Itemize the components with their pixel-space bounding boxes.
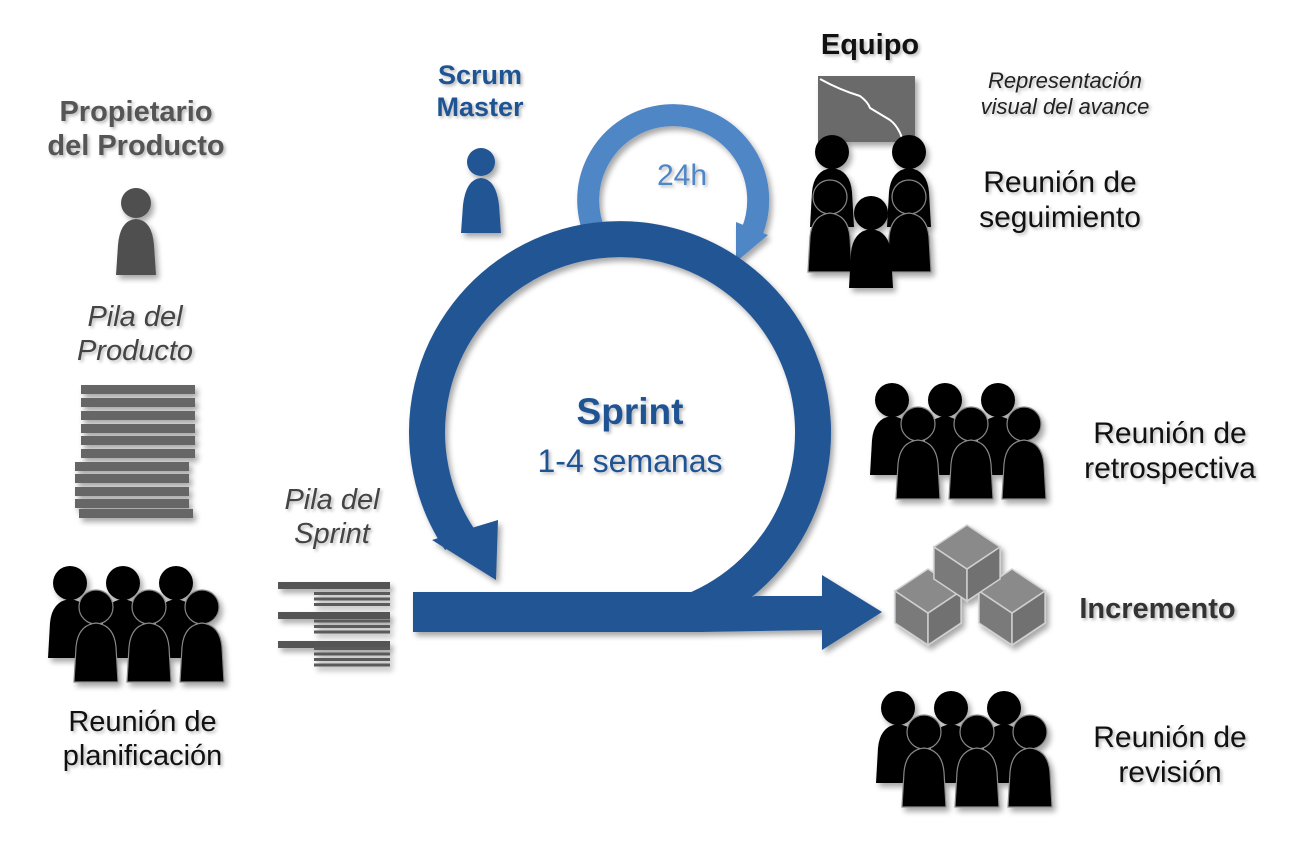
backlog-item: [81, 449, 195, 458]
burndown-label-line2: visual del avance: [980, 93, 1150, 119]
sprint-task-main: [278, 582, 390, 589]
review-people-icon: [876, 691, 1053, 808]
review-meeting-label-line1: Reunión de: [1093, 721, 1247, 754]
backlog-item: [81, 411, 195, 420]
sprint-cycle-arrow: [409, 221, 882, 650]
retrospective-people-icon: [870, 383, 1047, 500]
retrospective-meeting-label-line1: Reunión de: [1093, 417, 1247, 450]
sprint-task-sub: [314, 630, 390, 634]
sprint-task-sub: [314, 603, 390, 606]
team-label: Equipo: [820, 29, 920, 61]
backlog-item: [75, 499, 189, 508]
planning-people-icon: [48, 566, 225, 683]
product-owner-label: Propietario del Producto: [20, 95, 252, 163]
product-owner-label-line1: Propietario: [59, 96, 213, 128]
burndown-label: Representación visual del avance: [945, 68, 1185, 120]
person-icon: [954, 714, 1000, 808]
daily-meeting-label-line2: seguimiento: [979, 201, 1141, 235]
retrospective-meeting-label: Reunión de retrospectiva: [1050, 416, 1290, 487]
scrum-master-label: Scrum Master: [410, 60, 550, 124]
sprint-backlog-label-line1: Pila del: [284, 484, 380, 516]
daily-cycle-arrow: [577, 104, 770, 262]
product-backlog-label-line2: Producto: [76, 335, 194, 368]
product-owner-person-icon: [116, 188, 156, 275]
backlog-item: [81, 424, 195, 433]
person-icon: [901, 714, 947, 808]
sprint-backlog-label: Pila del Sprint: [262, 483, 402, 551]
person-icon: [895, 406, 941, 500]
sprint-title: Sprint: [576, 391, 684, 432]
burndown-chart-board-icon: [818, 76, 915, 142]
review-meeting-label: Reunión de revisión: [1050, 720, 1290, 791]
person-icon: [948, 406, 994, 500]
team-people-icon: [807, 135, 932, 288]
sprint-task-main: [278, 612, 390, 619]
person-icon: [1007, 714, 1053, 808]
scrum-master-person-icon: [461, 148, 501, 233]
person-icon: [73, 589, 119, 683]
planning-meeting-label-line2: planificación: [62, 740, 223, 773]
backlog-item: [79, 509, 193, 518]
sprint-task-sub: [314, 619, 390, 623]
planning-meeting-label-line1: Reunión de: [68, 706, 217, 738]
sprint-backlog-list-icon: [278, 582, 390, 667]
sprint-task-main: [278, 641, 390, 648]
backlog-item: [81, 385, 195, 394]
person-icon: [1001, 406, 1047, 500]
retrospective-meeting-label-line2: retrospectiva: [1084, 452, 1256, 486]
sprint-task-sub: [314, 592, 390, 595]
product-backlog-stack-icon: [75, 385, 195, 518]
sprint-task-sub: [314, 652, 390, 656]
backlog-item: [75, 474, 189, 483]
backlog-item: [75, 462, 189, 471]
backlog-item: [75, 487, 189, 496]
daily-meeting-label: Reunión de seguimiento: [950, 165, 1170, 236]
sprint-task-sub: [314, 647, 390, 650]
daily-cycle-label: 24h: [656, 159, 708, 192]
product-owner-label-line2: del Producto: [47, 130, 225, 163]
person-icon: [179, 589, 225, 683]
planning-meeting-label: Reunión de planificación: [20, 705, 265, 773]
product-backlog-label: Pila del Producto: [40, 300, 230, 368]
increment-label: Incremento: [1079, 593, 1236, 625]
scrum-master-label-line2: Master: [436, 91, 524, 122]
sprint-task-sub: [314, 658, 390, 661]
person-icon: [849, 196, 893, 288]
backlog-item: [81, 436, 195, 445]
product-backlog-label-line1: Pila del: [87, 301, 183, 333]
sprint-task-sub: [314, 625, 390, 628]
cube: [977, 568, 1047, 647]
person-icon: [886, 179, 932, 273]
burndown-label-line1: Representación: [987, 68, 1143, 93]
sprint-task-sub: [314, 663, 390, 667]
review-meeting-label-line2: revisión: [1118, 756, 1222, 790]
cube: [932, 524, 1002, 603]
person-icon: [807, 179, 853, 273]
scrum-master-label-line1: Scrum: [437, 60, 523, 90]
increment-cubes-icon: [893, 524, 1047, 647]
sprint-task-sub: [314, 597, 390, 601]
sprint-duration: 1-4 semanas: [537, 443, 723, 479]
person-icon: [126, 589, 172, 683]
backlog-item: [81, 398, 195, 407]
daily-meeting-label-line1: Reunión de: [983, 166, 1137, 199]
sprint-backlog-label-line2: Sprint: [294, 518, 370, 551]
